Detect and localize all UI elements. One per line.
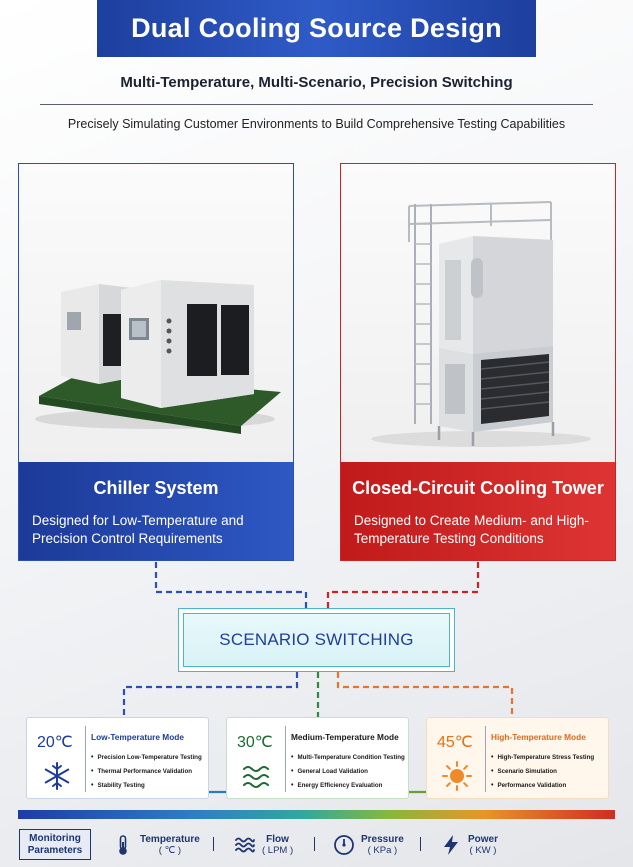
high-mode-title: High-Temperature Mode [491,732,586,742]
monitoring-parameters-label: Monitoring Parameters [19,829,91,860]
red-connector [326,562,480,608]
list-item: Scenario Simulation [491,765,594,779]
cooling-tower-title: Closed-Circuit Cooling Tower [352,478,604,498]
tagline: Precisely Simulating Customer Environmen… [67,117,566,131]
low-temp-value: 20℃ [37,734,73,751]
subtitle: Multi-Temperature, Multi-Scenario, Preci… [120,74,513,91]
chiller-description: Designed for Low-Temperature and Precisi… [32,513,244,546]
chiller-card: Chiller System Designed for Low-Temperat… [18,163,294,561]
list-item: Thermal Performance Validation [91,765,202,779]
divider [40,104,593,105]
chiller-image [19,164,293,462]
list-item: Multi-Temperature Condition Testing [291,751,404,765]
param-flow: Flow ( LPM ) [234,829,293,861]
separator [420,837,421,851]
list-item: Stability Testing [91,779,202,793]
low-mode-list: Precision Low-Temperature Testing Therma… [91,751,202,793]
low-temperature-mode-panel: 20℃ Low-Temperature Mode Precision Low-T… [26,717,209,799]
cooling-tower-image [341,164,615,462]
lightning-icon [444,835,458,855]
divider [485,726,486,792]
param-name: Temperature [140,834,200,845]
separator [314,837,315,851]
title-banner: Dual Cooling Source Design [97,0,536,57]
scenario-switching-box: SCENARIO SWITCHING [178,608,455,672]
cooling-tower-info-band: Closed-Circuit Cooling Tower Designed to… [341,462,615,560]
list-item: High-Temperature Stress Testing [491,751,594,765]
param-pressure: Pressure ( KPa ) [333,829,404,861]
param-name: Flow [266,834,289,845]
gauge-icon [334,835,354,855]
high-mode-list: High-Temperature Stress Testing Scenario… [491,751,594,793]
high-temperature-mode-panel: 45℃ High-Temperature Mode High-Temperatu… [426,717,609,799]
sun-icon [442,761,472,791]
separator [213,837,214,851]
list-item: Precision Low-Temperature Testing [91,751,201,765]
low-mode-title: Low-Temperature Mode [91,732,184,742]
divider [285,726,286,792]
chiller-title: Chiller System [93,478,219,498]
param-name: Power [468,834,499,845]
mid-mode-list: Multi-Temperature Condition Testing Gene… [291,751,405,793]
param-unit: ( KW ) [469,845,497,856]
mid-mode-title: Medium-Temperature Mode [291,732,399,742]
thermometer-icon [119,835,127,855]
monitoring-label-line2: Parameters [27,844,83,856]
snowflake-icon [44,762,70,790]
param-unit: ( KPa ) [367,845,398,856]
param-temperature: Temperature ( ℃ ) [112,829,200,861]
chiller-info-band: Chiller System Designed for Low-Temperat… [19,462,293,560]
monitoring-label-line1: Monitoring [29,832,81,844]
list-item: General Load Validation [291,765,405,779]
param-power: Power ( KW ) [440,829,498,861]
scenario-switching-label: SCENARIO SWITCHING [219,630,414,649]
param-name: Pressure [361,834,404,845]
mid-temp-value: 30℃ [237,734,273,751]
blue-connector [154,562,308,608]
param-unit: ( LPM ) [262,845,294,856]
waves-icon [235,837,255,853]
medium-temperature-mode-panel: 30℃ Medium-Temperature Mode Multi-Temper… [226,717,409,799]
cooling-tower-description: Designed to Create Medium- and High-Temp… [354,513,589,546]
divider [85,726,86,792]
high-temp-value: 45℃ [437,734,473,751]
waves-icon [243,766,269,788]
list-item: Performance Validation [491,779,594,793]
param-unit: ( ℃ ) [158,845,182,856]
list-item: Energy Efficiency Evaluation [291,779,405,793]
cooling-tower-card: Closed-Circuit Cooling Tower Designed to… [340,163,616,561]
high-mode-connector [336,672,514,717]
low-mode-connector [122,672,299,717]
page-title: Dual Cooling Source Design [131,13,502,43]
temperature-gradient-bar [18,810,615,819]
